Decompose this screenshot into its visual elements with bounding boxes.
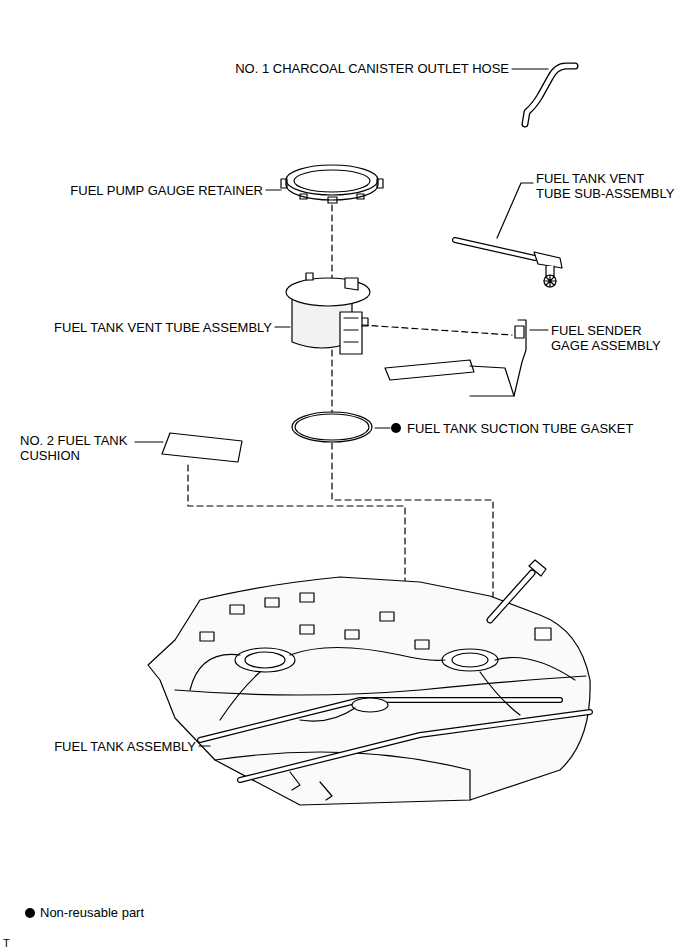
part-label: FUEL TANK VENT TUBE SUB-ASSEMBLY (536, 171, 680, 201)
figure-code: T (3, 936, 10, 951)
part-label: FUEL PUMP GAUGE RETAINER (70, 183, 263, 198)
part-label: FUEL TANK VENT TUBE ASSEMBLY (54, 320, 272, 335)
part-label: FUEL TANK ASSEMBLY (54, 739, 196, 754)
legend-dot (25, 908, 35, 918)
non-reusable-mark (391, 423, 401, 433)
part-label: FUEL SENDER GAGE ASSEMBLY (551, 323, 671, 353)
legend-text: Non-reusable part (40, 905, 144, 920)
part-label: NO. 2 FUEL TANK CUSHION (20, 433, 135, 463)
part-label: NO. 1 CHARCOAL CANISTER OUTLET HOSE (235, 61, 509, 76)
part-label: FUEL TANK SUCTION TUBE GASKET (407, 421, 633, 436)
